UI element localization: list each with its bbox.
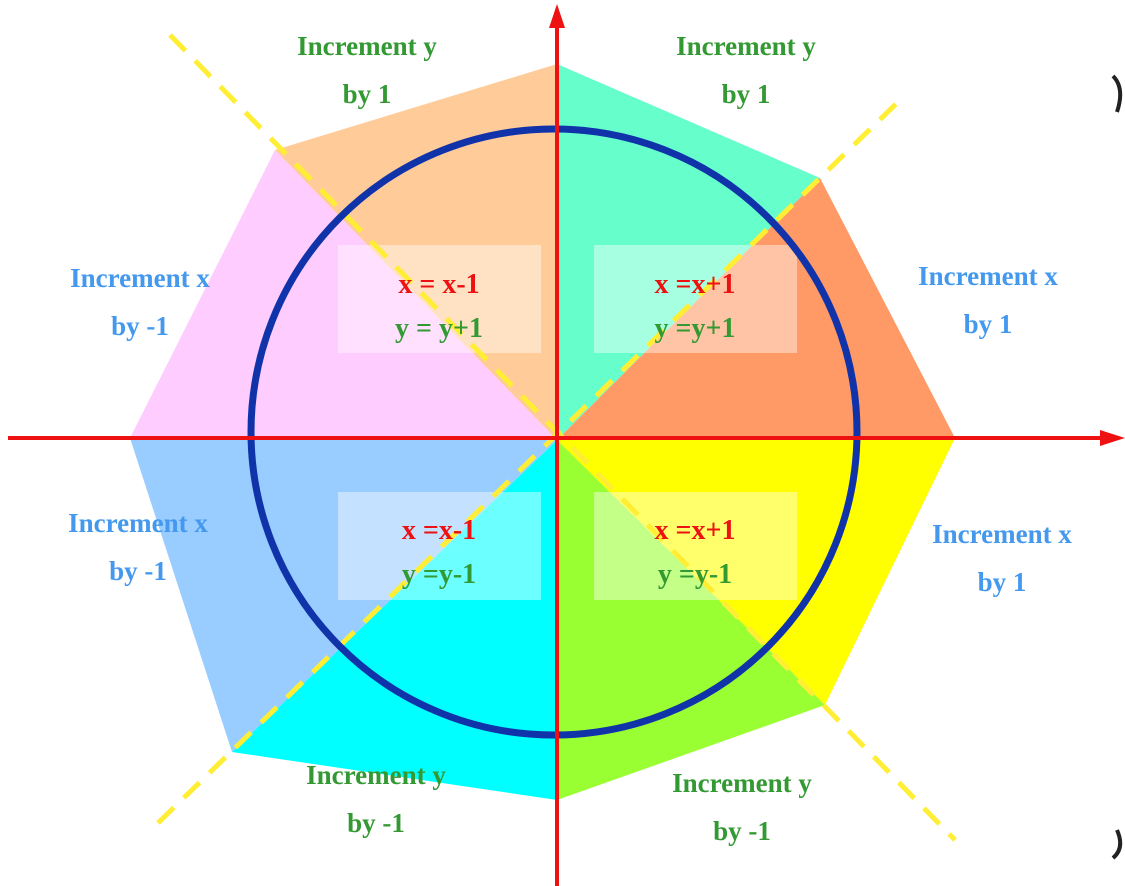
- octant-nne: [557, 64, 820, 440]
- label-left-lower-line1: Increment x: [68, 508, 208, 538]
- octant-wedges: [130, 64, 955, 800]
- label-right-upper-line1: Increment x: [918, 261, 1058, 291]
- label-left-upper-line1: Increment x: [70, 263, 210, 293]
- label-bottom-left-line1: Increment y: [306, 760, 446, 790]
- formula-upper-right-x: x =x+1: [655, 269, 736, 300]
- label-left-lower-line2: by -1: [109, 556, 167, 586]
- y-axis-arrowhead: [549, 4, 565, 28]
- octant-ese: [557, 438, 955, 705]
- diagonal-sw-ne: [156, 98, 902, 825]
- label-left-upper-line2: by -1: [111, 311, 169, 341]
- right-edge-bracket-top: [1111, 74, 1123, 113]
- formula-lower-right-y: y =y-1: [658, 559, 732, 590]
- octant-nnw: [275, 64, 557, 440]
- formula-box-lower-left: [338, 492, 541, 600]
- label-bottom-right-line2: by -1: [713, 816, 771, 846]
- label-bottom-right-line1: Increment y: [672, 768, 812, 798]
- formula-lower-left-x: x =x-1: [402, 515, 476, 546]
- octant-wnw: [130, 150, 557, 440]
- formula-lower-left-y: y =y-1: [402, 559, 476, 590]
- circle: [247, 125, 861, 739]
- formula-upper-right-y: y =y+1: [655, 313, 736, 344]
- octant-wsw: [130, 438, 557, 752]
- right-edge-bracket-bottom: [1111, 829, 1123, 860]
- axes: [8, 22, 1105, 886]
- formula-boxes: [338, 245, 797, 600]
- label-right-lower-line2: by 1: [978, 567, 1027, 597]
- diagonal-nw-se: [168, 33, 957, 842]
- formula-lower-right-x: x =x+1: [655, 515, 736, 546]
- label-bottom-left-line2: by -1: [347, 808, 405, 838]
- label-top-right-line1: Increment y: [676, 31, 816, 61]
- octant-ene: [557, 178, 955, 440]
- label-top-left-line2: by 1: [343, 79, 392, 109]
- formula-upper-left-y: y = y+1: [395, 313, 483, 344]
- octant-sse: [557, 440, 825, 800]
- formula-box-upper-right: [594, 245, 797, 353]
- label-top-right-line2: by 1: [722, 79, 771, 109]
- label-top-left-line1: Increment y: [297, 31, 437, 61]
- formula-box-upper-left: [338, 245, 541, 353]
- x-axis-arrowhead: [1100, 430, 1125, 446]
- label-right-lower-line1: Increment x: [932, 519, 1072, 549]
- diagonal-lines: [156, 33, 957, 842]
- octant-ssw: [232, 440, 557, 800]
- label-right-upper-line2: by 1: [964, 309, 1013, 339]
- formula-upper-left-x: x = x-1: [398, 269, 479, 300]
- formula-box-lower-right: [594, 492, 797, 600]
